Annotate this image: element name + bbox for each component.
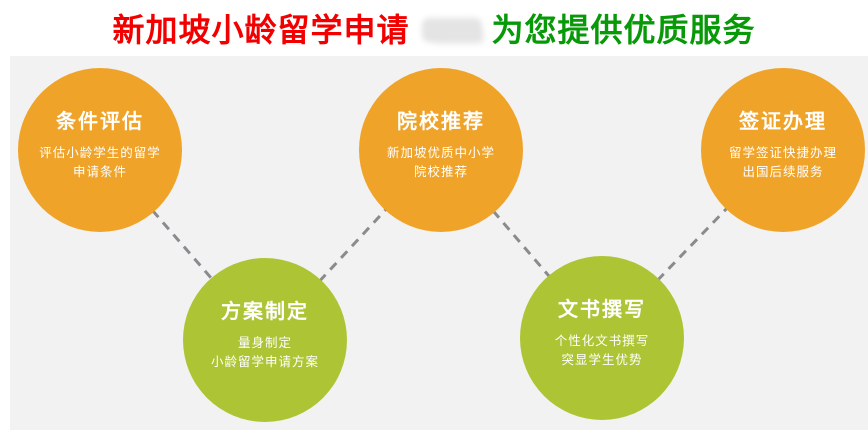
step-title: 签证办理 xyxy=(739,109,827,133)
step-title: 条件评估 xyxy=(56,109,144,133)
step-subtitle-line: 突显学生优势 xyxy=(561,352,643,367)
step-circle-plan-making: 方案制定 量身制定 小龄留学申请方案 xyxy=(183,258,347,422)
page-title-green-segment: 为您提供优质服务 xyxy=(491,11,756,49)
step-subtitle-line: 留学签证快捷办理 xyxy=(728,145,837,160)
step-subtitle-line: 申请条件 xyxy=(72,164,127,179)
step-subtitle-line: 新加坡优质中小学 xyxy=(386,145,495,160)
redacted-brand-blur xyxy=(421,18,482,42)
step-title: 方案制定 xyxy=(221,299,309,323)
step-subtitle-line: 个性化文书撰写 xyxy=(554,333,650,348)
process-diagram-panel: 条件评估 评估小龄学生的留学 申请条件 方案制定 量身制定 小龄留学申请方案 院… xyxy=(10,56,868,430)
step-title: 文书撰写 xyxy=(558,297,646,321)
step-subtitle-line: 量身制定 xyxy=(237,335,292,350)
page-title-red-segment: 新加坡小龄留学申请 xyxy=(112,11,410,49)
step-circle-school-recommendation: 院校推荐 新加坡优质中小学 院校推荐 xyxy=(359,68,523,232)
page-title: 新加坡小龄留学申请 为您提供优质服务 xyxy=(0,0,868,56)
step-subtitle-line: 院校推荐 xyxy=(413,164,468,179)
step-circle-visa-processing: 签证办理 留学签证快捷办理 出国后续服务 xyxy=(701,68,865,232)
step-title: 院校推荐 xyxy=(397,109,485,133)
step-subtitle-line: 小龄留学申请方案 xyxy=(210,354,319,369)
step-subtitle-line: 出国后续服务 xyxy=(742,164,824,179)
step-circle-document-writing: 文书撰写 个性化文书撰写 突显学生优势 xyxy=(520,256,684,420)
step-subtitle-line: 评估小龄学生的留学 xyxy=(39,145,161,160)
step-circle-condition-assessment: 条件评估 评估小龄学生的留学 申请条件 xyxy=(18,68,182,232)
